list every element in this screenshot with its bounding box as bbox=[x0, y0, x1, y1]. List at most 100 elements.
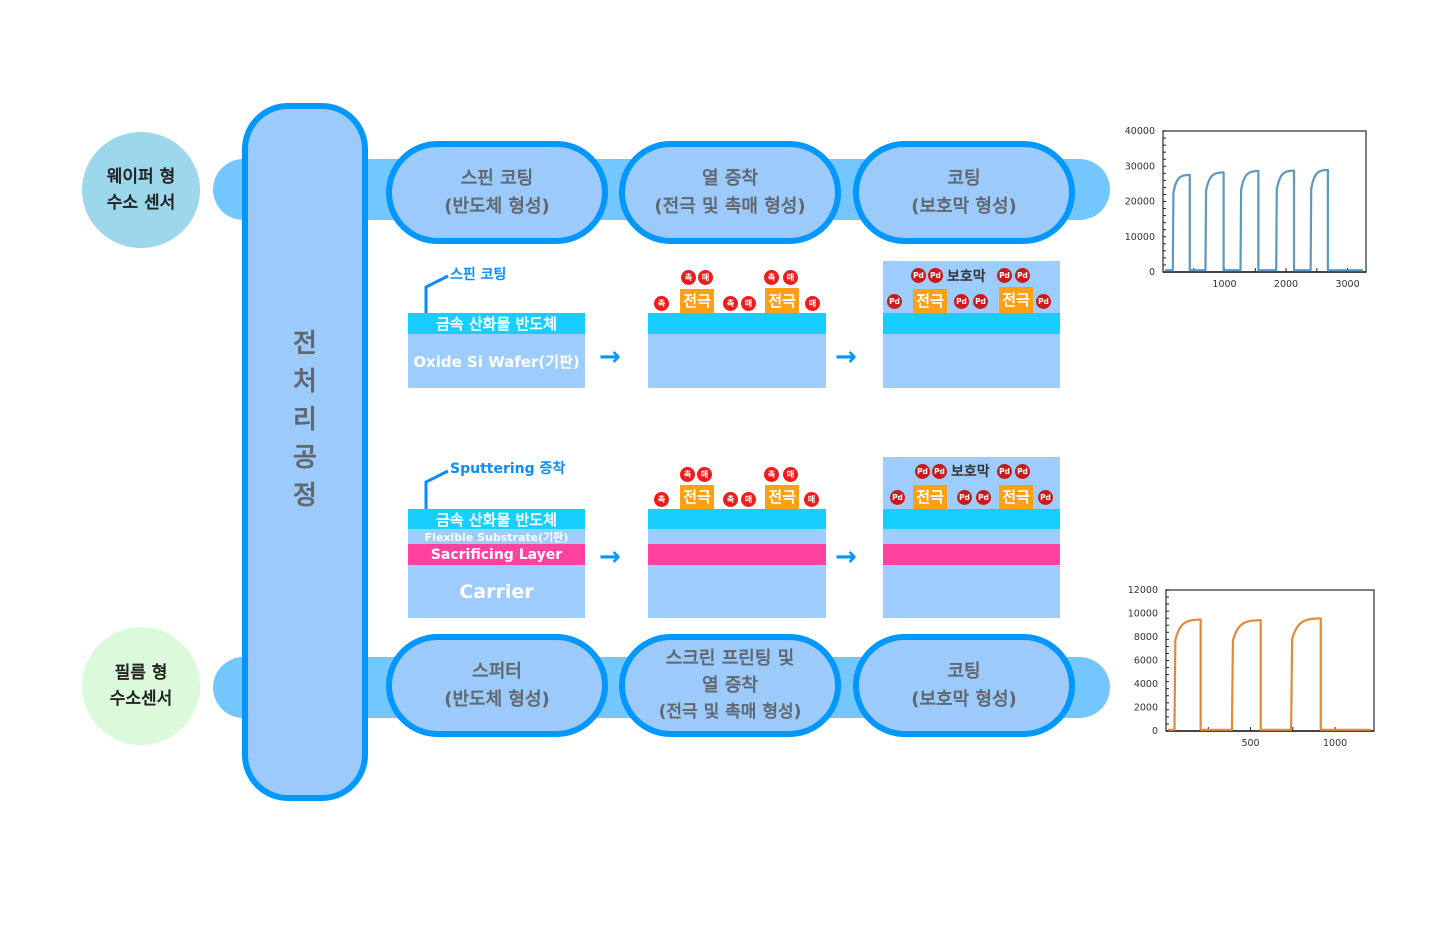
film-callout-leader bbox=[424, 469, 449, 509]
step-subtitle: (전극 및 촉매 형성) bbox=[654, 195, 806, 217]
catalyst-dot: 매 bbox=[698, 270, 713, 285]
catalyst-dot: 촉 bbox=[654, 296, 669, 311]
y-tick-label: 0 bbox=[1149, 267, 1155, 278]
step-subtitle: (전극 및 촉매 형성) bbox=[658, 702, 802, 722]
arrow-right-icon: → bbox=[599, 342, 621, 372]
film-stack-initial: 금속 산화물 반도체 Flexible Substrate(기판) Sacrif… bbox=[408, 509, 585, 618]
electrode-block: 전극 bbox=[765, 485, 799, 509]
catalyst-dot: 촉 bbox=[723, 492, 738, 507]
step-title: 스핀 코팅 bbox=[460, 167, 534, 189]
catalyst-dot: 촉 bbox=[764, 270, 779, 285]
semiconductor-layer bbox=[883, 509, 1060, 529]
film-step-screen-printing: 스크린 프린팅 및 열 증착 (전극 및 촉매 형성) bbox=[619, 634, 841, 737]
arrow-right-icon: → bbox=[599, 542, 621, 572]
plot-frame bbox=[1165, 589, 1375, 732]
pd-dot: Pd bbox=[1038, 490, 1053, 505]
wafer-stack-initial: 금속 산화물 반도체 Oxide Si Wafer(기판) bbox=[408, 313, 585, 388]
film-sensor-label-line1: 필름 형 bbox=[114, 663, 168, 683]
arrow-right-icon: → bbox=[835, 542, 857, 572]
step-title: 코팅 bbox=[947, 660, 981, 682]
film-step-sputter: 스퍼터 (반도체 형성) bbox=[386, 634, 608, 737]
x-tick-label: 500 bbox=[1241, 738, 1259, 749]
y-tick-label: 2000 bbox=[1134, 703, 1158, 714]
series-line-film-response bbox=[1168, 617, 1371, 731]
pd-dot: Pd bbox=[976, 490, 991, 505]
x-tick-label: 3000 bbox=[1335, 279, 1359, 290]
film-callout-label: Sputtering 증착 bbox=[450, 461, 566, 477]
pd-dot: Pd bbox=[915, 464, 930, 479]
pretreatment-char: 정 bbox=[293, 481, 317, 511]
flexible-substrate-layer bbox=[648, 529, 826, 544]
x-tick-label: 2000 bbox=[1274, 279, 1298, 290]
pd-dot: Pd bbox=[954, 294, 969, 309]
protective-layer-label: 보호막 bbox=[951, 464, 990, 480]
pd-dot: Pd bbox=[890, 490, 905, 505]
y-tick-label: 10000 bbox=[1128, 609, 1158, 620]
y-tick-label: 10000 bbox=[1125, 232, 1155, 243]
pd-dot: Pd bbox=[887, 294, 902, 309]
step-title: 코팅 bbox=[947, 167, 981, 189]
step-subtitle: (보호막 형성) bbox=[911, 688, 1017, 710]
electrode-block: 전극 bbox=[765, 288, 799, 313]
catalyst-dot: 촉 bbox=[680, 467, 695, 482]
wafer-step-spin-coating: 스핀 코팅 (반도체 형성) bbox=[386, 141, 608, 244]
wafer-sensor-label-line1: 웨이퍼 형 bbox=[106, 167, 176, 187]
electrode-block: 전극 bbox=[680, 289, 714, 313]
substrate-layer bbox=[648, 334, 826, 388]
pretreatment-char: 공 bbox=[293, 443, 317, 473]
step-subtitle: (반도체 형성) bbox=[444, 688, 550, 710]
wafer-sensor-circle: 웨이퍼 형 수소 센서 bbox=[82, 132, 200, 248]
x-tick-label: 1000 bbox=[1323, 738, 1347, 749]
protective-layer-label: 보호막 bbox=[947, 269, 986, 285]
catalyst-dot: 매 bbox=[697, 467, 712, 482]
pretreatment-char: 리 bbox=[293, 405, 317, 435]
x-tick-label: 1000 bbox=[1212, 279, 1236, 290]
film-stack-protection-stage: Pd Pd 보호막 Pd Pd Pd 전극 Pd Pd 전극 Pd bbox=[883, 457, 1060, 618]
film-stack-electrode-stage: 촉 매 촉 매 촉 전극 촉 매 전극 매 bbox=[648, 464, 826, 618]
wafer-stack-electrode-stage: 촉 매 촉 매 촉 전극 촉 매 전극 매 bbox=[648, 268, 826, 388]
sacrificial-layer: Sacrificing Layer bbox=[408, 544, 585, 565]
wafer-step-coating: 코팅 (보호막 형성) bbox=[853, 141, 1075, 244]
catalyst-dot: 매 bbox=[783, 270, 798, 285]
film-sensor-label-line2: 수소센서 bbox=[109, 689, 173, 709]
pd-dot: Pd bbox=[957, 490, 972, 505]
pd-dot: Pd bbox=[932, 464, 947, 479]
pretreatment-char: 처 bbox=[293, 367, 317, 397]
substrate-layer: Oxide Si Wafer(기판) bbox=[408, 334, 585, 388]
step-title: 열 증착 bbox=[702, 167, 758, 189]
electrode-block: 전극 bbox=[913, 485, 947, 509]
electrode-block: 전극 bbox=[999, 287, 1033, 313]
pd-dot: Pd bbox=[1015, 268, 1030, 283]
catalyst-dot: 매 bbox=[741, 296, 756, 311]
wafer-callout-leader bbox=[424, 274, 449, 314]
step-title: 스크린 프린팅 및 bbox=[665, 648, 795, 669]
pd-dot: Pd bbox=[1015, 464, 1030, 479]
sacrificial-layer bbox=[883, 544, 1060, 565]
sacrificial-layer bbox=[648, 544, 826, 565]
catalyst-dot: 매 bbox=[804, 492, 819, 507]
flexible-substrate-layer bbox=[883, 529, 1060, 544]
pd-dot: Pd bbox=[997, 268, 1012, 283]
y-tick-label: 8000 bbox=[1134, 632, 1158, 643]
semiconductor-layer: 금속 산화물 반도체 bbox=[408, 313, 585, 334]
carrier-layer: Carrier bbox=[408, 565, 585, 618]
semiconductor-layer bbox=[648, 313, 826, 334]
pd-dot: Pd bbox=[973, 294, 988, 309]
step-title-line2: 열 증착 bbox=[702, 675, 758, 696]
step-title: 스퍼터 bbox=[472, 660, 522, 682]
wafer-step-thermal-evaporation: 열 증착 (전극 및 촉매 형성) bbox=[619, 141, 841, 244]
wafer-callout-label: 스핀 코팅 bbox=[450, 267, 507, 283]
catalyst-dot: 촉 bbox=[764, 467, 779, 482]
pretreatment-char: 전 bbox=[293, 329, 317, 359]
pretreatment-label: 전 처 리 공 정 bbox=[248, 325, 362, 515]
pd-dot: Pd bbox=[1036, 294, 1051, 309]
catalyst-dot: 촉 bbox=[723, 296, 738, 311]
catalyst-dot: 촉 bbox=[681, 270, 696, 285]
arrow-right-icon: → bbox=[835, 342, 857, 372]
series-line-wafer-response bbox=[1165, 168, 1363, 272]
flexible-substrate-layer: Flexible Substrate(기판) bbox=[408, 529, 585, 544]
y-tick-label: 30000 bbox=[1125, 161, 1155, 172]
catalyst-dot: 매 bbox=[741, 492, 756, 507]
